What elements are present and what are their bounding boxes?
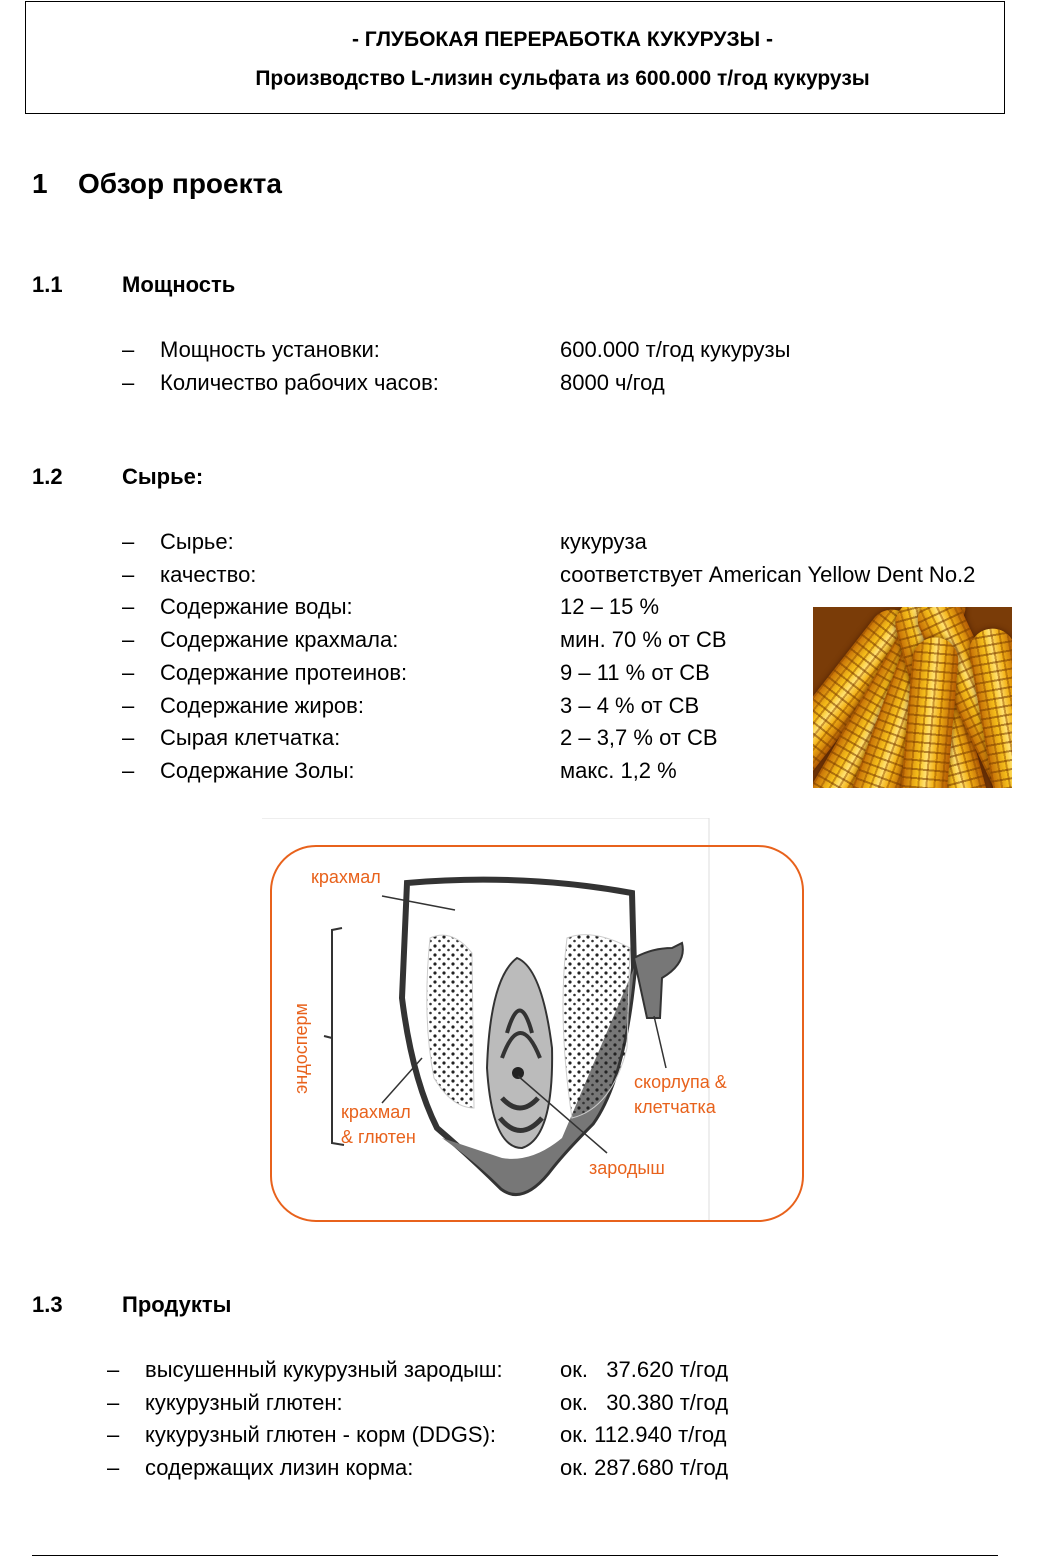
list-item-label: Количество рабочих часов: <box>160 369 439 395</box>
list-item-label: Содержание воды: <box>160 594 353 620</box>
list-bullet: – <box>122 369 135 395</box>
subsection-title: Сырье: <box>122 464 204 489</box>
list-bullet: – <box>107 1389 120 1415</box>
list-item-label: Содержание жиров: <box>160 692 364 718</box>
list-item-value: 8000 ч/год <box>560 369 665 395</box>
list-item-label: Содержание крахмала: <box>160 627 399 653</box>
list-item-label: содержащих лизин корма: <box>145 1455 414 1481</box>
list-bullet: – <box>107 1357 120 1382</box>
label-hull: клетчатка <box>634 1097 716 1117</box>
list-item-value: ок. 287.680 т/год <box>560 1455 729 1481</box>
list-item-value: макс. 1,2 % <box>560 757 677 783</box>
list-item-label: качество: <box>160 561 257 587</box>
label-germ: зародыш <box>589 1158 665 1178</box>
list-item-value: 12 – 15 % <box>560 594 660 620</box>
list-item-label: Мощность установки: <box>160 337 380 362</box>
label-starch-gluten: крахмал <box>341 1102 411 1122</box>
list-bullet: – <box>122 529 135 554</box>
list-bullet: – <box>122 757 135 783</box>
list-bullet: – <box>122 561 135 587</box>
header-subtitle: Производство L-лизин сульфата из 600.000… <box>255 67 870 90</box>
label-starch: крахмал <box>311 867 381 887</box>
subsection-number: 1.1 <box>32 272 63 297</box>
list-item-label: Содержание протеинов: <box>160 659 408 685</box>
list-item-label: кукурузный глютен: <box>145 1389 343 1415</box>
list-item-value: мин. 70 % от СВ <box>560 627 727 653</box>
list-bullet: – <box>122 594 135 620</box>
label-endosperm: эндосперм <box>290 1003 311 1094</box>
list-bullet: – <box>122 337 135 362</box>
list-item-value: 9 – 11 % от СВ <box>560 659 710 685</box>
list-bullet: – <box>122 692 135 718</box>
corn-kernel-diagram: крахмал эндосперм крахмал & глютен скорл… <box>262 818 805 1222</box>
list-item-value: кукуруза <box>560 529 647 554</box>
list-bullet: – <box>122 659 135 685</box>
label-hull: скорлупа & <box>634 1072 727 1092</box>
list-item-value: ок. 37.620 т/год <box>560 1357 729 1382</box>
subsection-number: 1.3 <box>32 1292 63 1317</box>
list-item-label: кукурузный глютен - корм (DDGS): <box>145 1422 497 1448</box>
list-item-value: 600.000 т/год кукурузы <box>560 337 791 362</box>
list-item-label: Сырая клетчатка: <box>160 725 341 751</box>
footer-divider <box>32 1555 998 1556</box>
section-title: Обзор проекта <box>78 168 282 199</box>
list-item-label: высушенный кукурузный зародыш: <box>145 1357 503 1382</box>
list-bullet: – <box>122 725 135 751</box>
list-item-value: 2 – 3,7 % от СВ <box>560 725 718 751</box>
subsection-title: Продукты <box>122 1292 232 1317</box>
document-header: - ГЛУБОКАЯ ПЕРЕРАБОТКА КУКУРУЗЫ - Произв… <box>25 1 1005 114</box>
list-item-label: Сырье: <box>160 529 234 554</box>
list-bullet: – <box>107 1455 120 1481</box>
subsection-number: 1.2 <box>32 464 63 489</box>
list-item-value: ок. 112.940 т/год <box>560 1422 727 1448</box>
corn-photo <box>813 607 1012 788</box>
label-starch-gluten: & глютен <box>341 1127 416 1147</box>
list-bullet: – <box>107 1422 120 1448</box>
list-item-value: ок. 30.380 т/год <box>560 1389 729 1415</box>
list-bullet: – <box>122 627 135 653</box>
list-item-value: соответствует American Yellow Dent No.2 <box>560 561 976 587</box>
section-number: 1 <box>32 168 48 199</box>
list-item-value: 3 – 4 % от СВ <box>560 692 700 718</box>
list-item-label: Содержание Золы: <box>160 757 355 783</box>
header-title: - ГЛУБОКАЯ ПЕРЕРАБОТКА КУКУРУЗЫ - <box>351 28 773 51</box>
subsection-title: Мощность <box>122 272 236 297</box>
